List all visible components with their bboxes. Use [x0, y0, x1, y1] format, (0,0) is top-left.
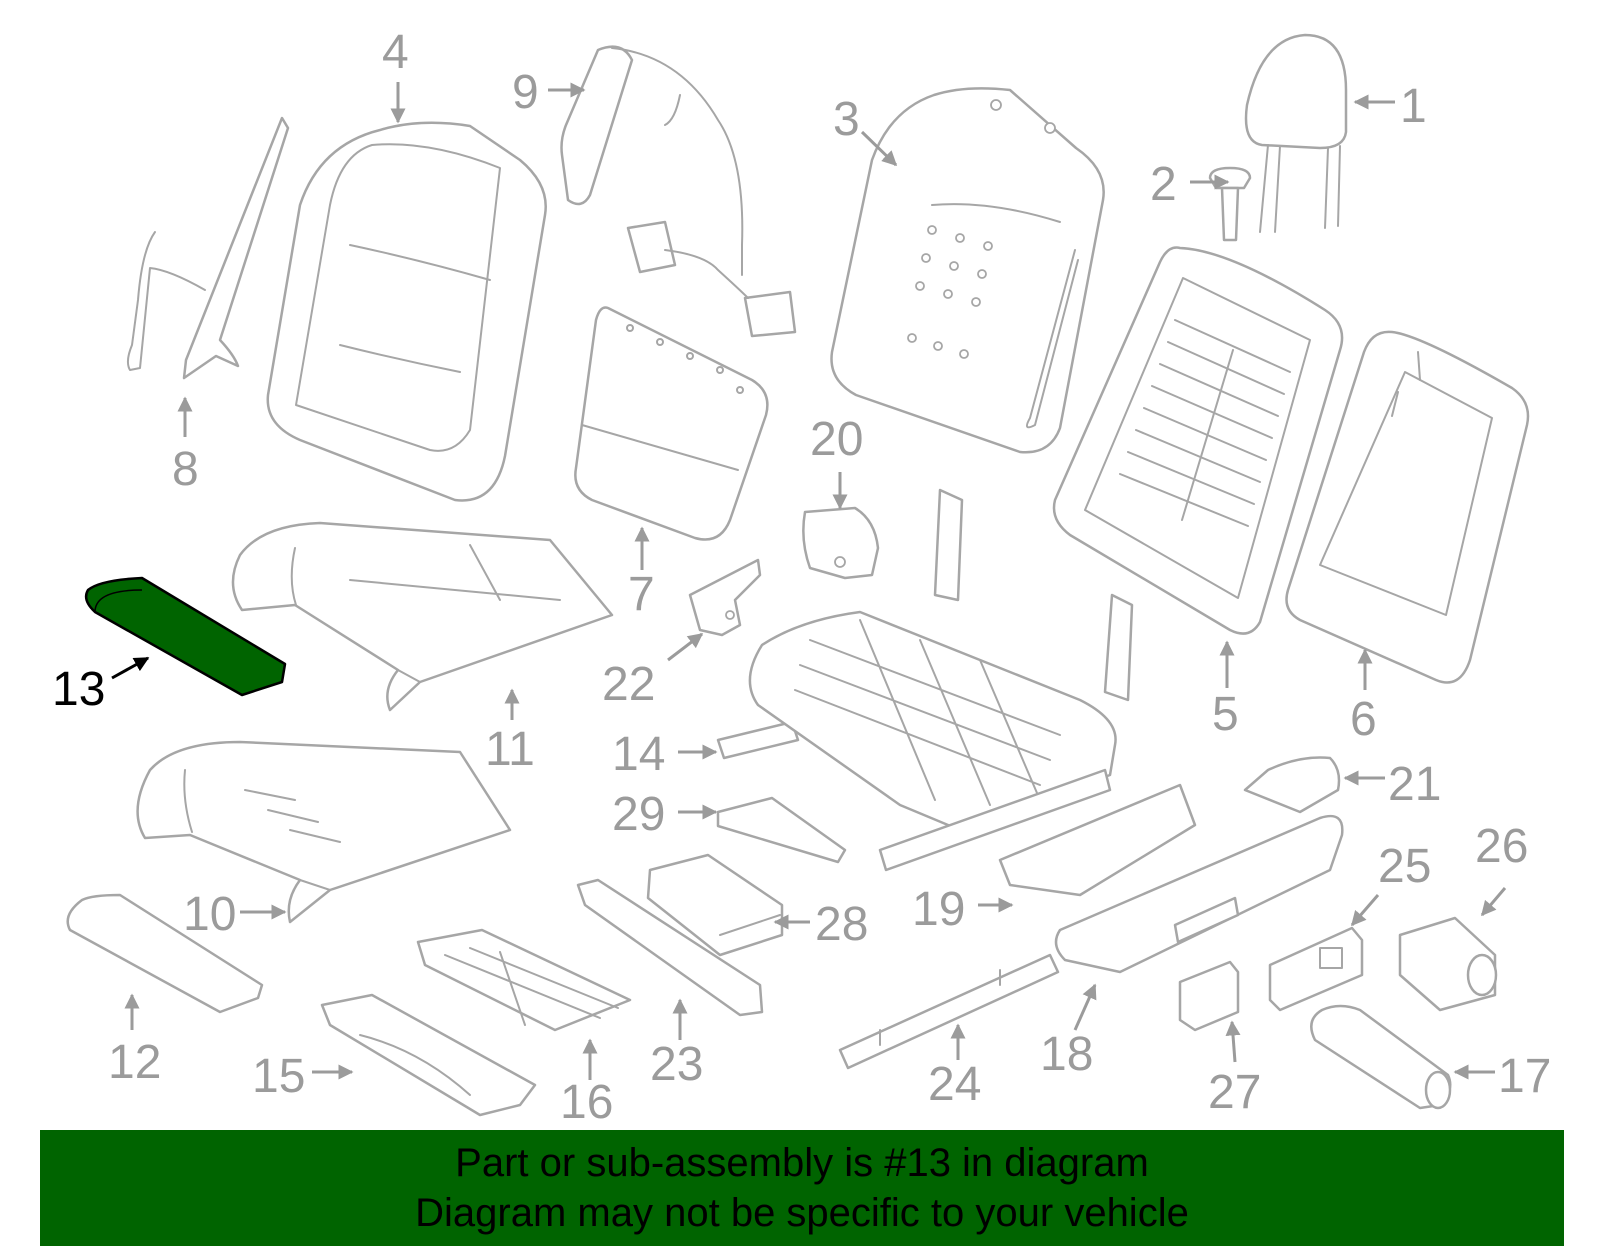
- seat-frame-assembly: [748, 488, 1134, 872]
- part-9-side-airbag[interactable]: [560, 45, 797, 338]
- part-17-motor[interactable]: [1310, 1004, 1452, 1110]
- part-12-cushion-extension[interactable]: [66, 893, 264, 1014]
- label-24: 24: [928, 1058, 981, 1111]
- part-16-spring-mat[interactable]: [416, 928, 632, 1032]
- label-7: 7: [628, 568, 655, 621]
- part-27-switch-module[interactable]: [1178, 960, 1240, 1032]
- label-17: 17: [1498, 1050, 1551, 1103]
- part-6-rear-panel[interactable]: [1285, 330, 1530, 684]
- label-15: 15: [252, 1050, 305, 1103]
- part-22-latch[interactable]: [688, 558, 762, 637]
- part-10-seat-cushion-pad[interactable]: [136, 740, 512, 924]
- label-4: 4: [382, 26, 409, 79]
- part-2-guide-sleeve[interactable]: [1208, 166, 1252, 242]
- info-banner: Part or sub-assembly is #13 in diagram D…: [40, 1130, 1564, 1246]
- part-13-highlighted[interactable]: [84, 576, 287, 697]
- part-1-headrest[interactable]: [1244, 33, 1348, 233]
- label-20: 20: [810, 413, 863, 466]
- part-4-backrest-pad[interactable]: [266, 121, 547, 502]
- label-8: 8: [172, 443, 199, 496]
- part-19-side-cover[interactable]: [998, 783, 1197, 897]
- label-3: 3: [833, 93, 860, 146]
- part-18-side-trim[interactable]: [1054, 814, 1344, 974]
- label-25: 25: [1378, 840, 1431, 893]
- part-25-switch[interactable]: [1268, 926, 1364, 1012]
- label-10: 10: [183, 888, 236, 941]
- label-18: 18: [1040, 1028, 1093, 1081]
- part-15-tray[interactable]: [320, 993, 537, 1117]
- label-1: 1: [1400, 80, 1427, 133]
- label-12: 12: [108, 1036, 161, 1089]
- label-22: 22: [602, 658, 655, 711]
- part-29-bracket-strip[interactable]: [716, 796, 847, 864]
- part-8-trim-strip[interactable]: [126, 116, 290, 380]
- label-9: 9: [512, 66, 539, 119]
- banner-line-part: Part or sub-assembly is #13 in diagram: [455, 1141, 1149, 1185]
- part-26-control-knob[interactable]: [1398, 916, 1498, 1012]
- part-11-seat-cover[interactable]: [231, 521, 614, 712]
- banner-line-disclaimer: Diagram may not be specific to your vehi…: [415, 1191, 1189, 1235]
- label-5: 5: [1212, 688, 1239, 741]
- label-11: 11: [485, 723, 535, 776]
- label-23: 23: [650, 1038, 703, 1091]
- part-24-rail-cover[interactable]: [838, 953, 1060, 1070]
- label-28: 28: [815, 898, 868, 951]
- label-16: 16: [560, 1076, 613, 1129]
- label-13: 13: [52, 663, 105, 716]
- banner-background: [40, 1130, 1564, 1246]
- label-21: 21: [1388, 758, 1441, 811]
- label-19: 19: [912, 883, 965, 936]
- label-14: 14: [612, 728, 665, 781]
- part-7-seat-back-panel[interactable]: [574, 306, 769, 541]
- label-26: 26: [1475, 820, 1528, 873]
- part-labels: 1 2 3 4 5 6 7 8 9 10 11 12 13 14 15 16 1…: [52, 26, 1551, 1129]
- part-5-backrest-frame[interactable]: [1052, 246, 1344, 635]
- leader-arrows: [111, 82, 1507, 1080]
- label-6: 6: [1350, 693, 1377, 746]
- part-3-backrest-cover[interactable]: [830, 87, 1105, 454]
- part-23-side-rail[interactable]: [576, 878, 764, 1017]
- part-20-bracket[interactable]: [802, 506, 880, 580]
- part-21-cover-cap[interactable]: [1243, 756, 1341, 814]
- label-27: 27: [1208, 1066, 1261, 1119]
- label-29: 29: [612, 788, 665, 841]
- part-14-rail[interactable]: [716, 720, 800, 760]
- part-28-control-unit[interactable]: [646, 853, 784, 957]
- label-2: 2: [1150, 158, 1177, 211]
